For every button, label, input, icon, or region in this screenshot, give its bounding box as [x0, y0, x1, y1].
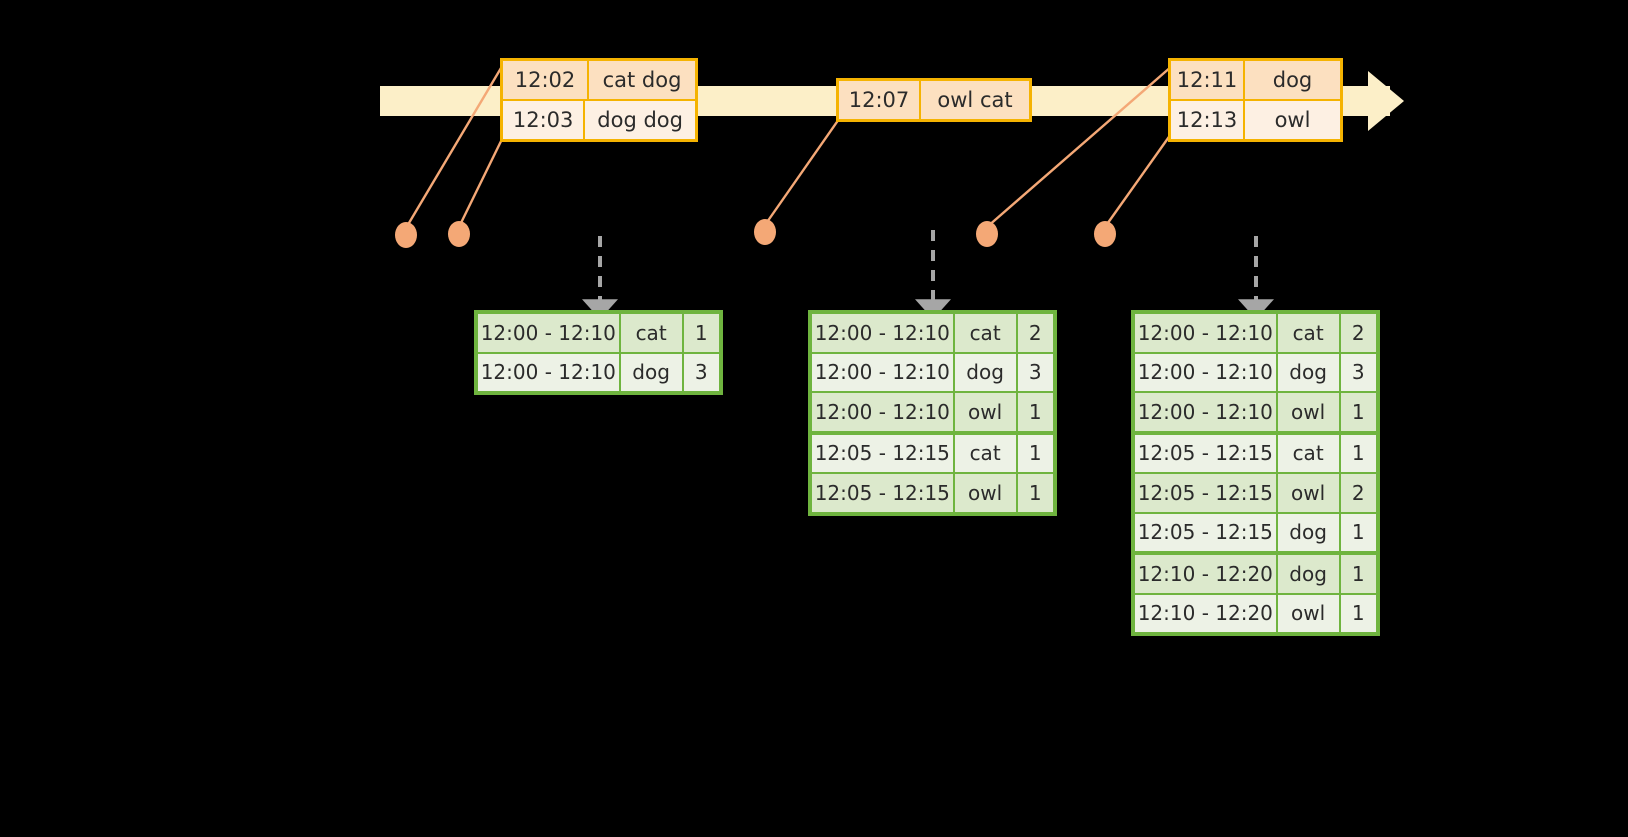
result-window: 12:05 - 12:15 — [812, 434, 955, 472]
result-window: 12:10 - 12:20 — [1135, 555, 1278, 593]
result-window: 12:00 - 12:10 — [1135, 393, 1278, 431]
result-window: 12:00 - 12:10 — [1135, 314, 1278, 352]
timeline-arrowhead-icon — [1368, 71, 1404, 131]
result-word: owl — [954, 393, 1018, 431]
result-word: dog — [1277, 353, 1341, 391]
dot-dog-1203 — [448, 221, 470, 247]
result-window: 12:00 - 12:10 — [812, 353, 955, 391]
result-count: 1 — [1340, 594, 1376, 632]
dot-owl-1213 — [1094, 221, 1116, 247]
event-time: 12:02 — [503, 61, 589, 99]
result-count: 3 — [1017, 353, 1053, 391]
result-count: 1 — [1340, 513, 1376, 551]
result-count: 2 — [1340, 474, 1376, 512]
result-word: cat — [1277, 434, 1341, 472]
result-window: 12:05 - 12:15 — [812, 474, 955, 512]
result-word: dog — [620, 353, 684, 391]
event-time: 12:07 — [839, 81, 921, 119]
result-word: owl — [1277, 594, 1341, 632]
result-word: cat — [954, 434, 1018, 472]
event-box-3: 12:11 dog 12:13 owl — [1168, 58, 1343, 142]
result-window: 12:00 - 12:10 — [478, 314, 621, 352]
line-dot3-to-box2 — [764, 118, 840, 226]
result-window: 12:05 - 12:15 — [1135, 474, 1278, 512]
event-words: dog — [1245, 61, 1340, 99]
result-count: 1 — [1340, 555, 1376, 593]
event-row: 12:02 cat dog — [503, 61, 695, 99]
event-words: owl — [1245, 101, 1340, 139]
result-word: dog — [1277, 555, 1341, 593]
event-words: cat dog — [589, 61, 695, 99]
event-box-2: 12:07 owl cat — [836, 78, 1032, 122]
result-word: dog — [1277, 513, 1341, 551]
dot-dog-1211 — [976, 221, 998, 247]
event-words: dog dog — [585, 101, 695, 139]
event-row: 12:13 owl — [1171, 99, 1340, 139]
result-window: 12:00 - 12:10 — [1135, 353, 1278, 391]
result-count: 3 — [683, 353, 719, 391]
event-time: 12:11 — [1171, 61, 1245, 99]
result-count: 1 — [1340, 434, 1376, 472]
line-dot4-to-box3 — [986, 65, 1173, 228]
result-window: 12:05 - 12:15 — [1135, 513, 1278, 551]
line-dot1-to-box1 — [404, 62, 506, 229]
result-count: 3 — [1340, 353, 1376, 391]
result-count: 2 — [1017, 314, 1053, 352]
result-word: cat — [954, 314, 1018, 352]
result-count: 1 — [1017, 474, 1053, 512]
dot-owl-1207 — [754, 219, 776, 245]
result-word: cat — [620, 314, 684, 352]
result-window: 12:00 - 12:10 — [478, 353, 621, 391]
result-word: cat — [1277, 314, 1341, 352]
result-window: 12:05 - 12:15 — [1135, 434, 1278, 472]
event-time: 12:03 — [503, 101, 586, 139]
result-word: owl — [954, 474, 1018, 512]
result-window: 12:10 - 12:20 — [1135, 594, 1278, 632]
event-box-1: 12:02 cat dog 12:03 dog dog — [500, 58, 698, 142]
result-count: 1 — [1017, 434, 1053, 472]
event-words: owl cat — [921, 81, 1029, 119]
event-row: 12:03 dog dog — [503, 99, 695, 139]
result-count: 1 — [1017, 393, 1053, 431]
result-window: 12:00 - 12:10 — [812, 393, 955, 431]
result-count: 1 — [1340, 393, 1376, 431]
line-dot2-to-box1 — [457, 132, 507, 228]
event-row: 12:11 dog — [1171, 61, 1340, 99]
line-dot5-to-box3 — [1104, 133, 1172, 228]
result-word: owl — [1277, 393, 1341, 431]
result-window: 12:00 - 12:10 — [812, 314, 955, 352]
dot-cat-1202 — [395, 222, 417, 248]
event-row: 12:07 owl cat — [839, 81, 1029, 119]
event-time: 12:13 — [1171, 101, 1245, 139]
result-count: 2 — [1340, 314, 1376, 352]
result-count: 1 — [683, 314, 719, 352]
result-word: dog — [954, 353, 1018, 391]
result-word: owl — [1277, 474, 1341, 512]
